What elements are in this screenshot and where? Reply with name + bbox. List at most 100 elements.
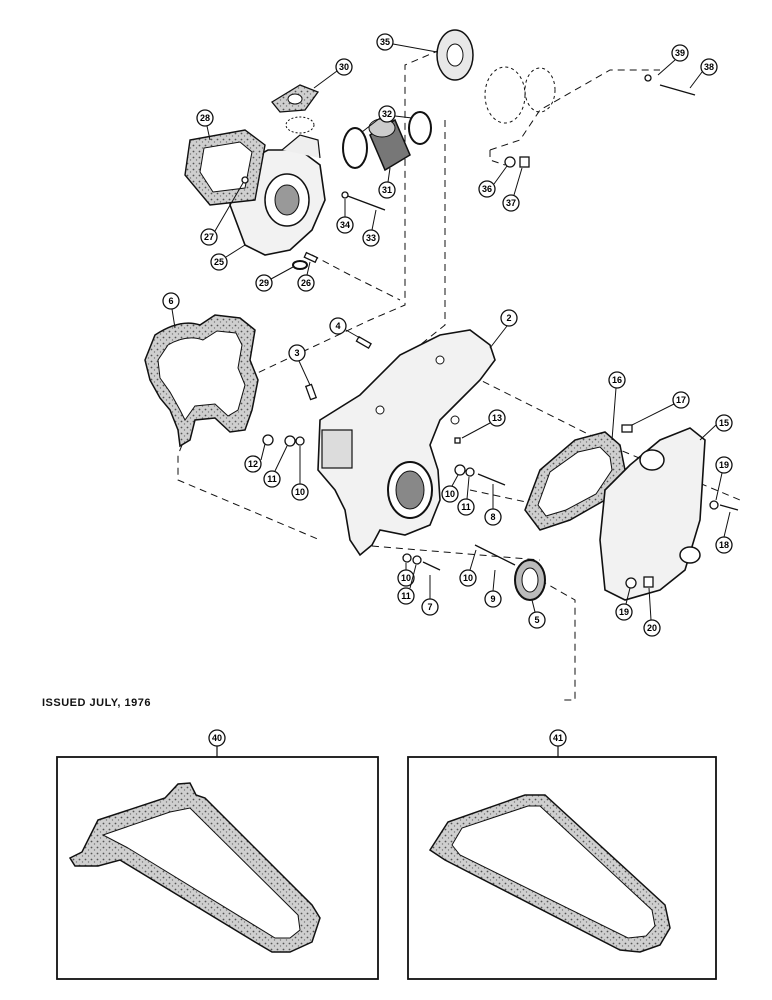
part-housing-15 bbox=[599, 427, 706, 601]
svg-text:26: 26 bbox=[301, 278, 311, 288]
svg-text:30: 30 bbox=[339, 62, 349, 72]
svg-text:3: 3 bbox=[294, 348, 299, 358]
svg-text:38: 38 bbox=[704, 62, 714, 72]
part-clamp-32 bbox=[342, 111, 432, 169]
callout-31: 31 bbox=[378, 167, 396, 199]
part-oil-pan-gasket-40 bbox=[68, 782, 321, 953]
callout-3: 3 bbox=[288, 344, 311, 386]
svg-text:15: 15 bbox=[719, 418, 729, 428]
svg-text:10: 10 bbox=[295, 487, 305, 497]
part-pump-shaft-phantom bbox=[484, 66, 556, 124]
svg-text:11: 11 bbox=[401, 591, 411, 601]
callout-33: 33 bbox=[362, 209, 380, 247]
panel-40: 40 bbox=[56, 729, 379, 980]
issued-note: ISSUED JULY, 1976 bbox=[42, 697, 151, 709]
callout-32: 32 bbox=[361, 105, 413, 133]
part-thermostat bbox=[285, 116, 315, 134]
svg-text:35: 35 bbox=[380, 37, 390, 47]
svg-text:4: 4 bbox=[335, 321, 340, 331]
callout-28: 28 bbox=[196, 109, 214, 141]
svg-text:5: 5 bbox=[534, 615, 539, 625]
svg-text:19: 19 bbox=[619, 607, 629, 617]
callout-39: 39 bbox=[657, 44, 689, 76]
svg-text:29: 29 bbox=[259, 278, 269, 288]
svg-text:11: 11 bbox=[461, 502, 471, 512]
callout-27: 27 bbox=[200, 182, 244, 246]
callout-34: 34 bbox=[336, 199, 354, 234]
callout-4: 4 bbox=[329, 317, 361, 339]
svg-text:37: 37 bbox=[506, 198, 516, 208]
svg-text:12: 12 bbox=[248, 459, 258, 469]
callout-7: 7 bbox=[421, 575, 439, 616]
svg-text:13: 13 bbox=[492, 413, 502, 423]
callout-19-a: 19 bbox=[715, 456, 733, 501]
callout-8: 8 bbox=[484, 484, 502, 526]
callout-19-b: 19 bbox=[615, 587, 633, 621]
callout-6: 6 bbox=[162, 292, 180, 329]
callout-40: 40 bbox=[208, 729, 226, 747]
part-gasket-28 bbox=[184, 129, 266, 206]
svg-text:6: 6 bbox=[168, 296, 173, 306]
svg-text:18: 18 bbox=[719, 540, 729, 550]
svg-text:10: 10 bbox=[463, 573, 473, 583]
callout-29: 29 bbox=[255, 266, 294, 292]
part-gasket-16 bbox=[524, 431, 626, 531]
callout-37: 37 bbox=[502, 167, 523, 212]
callout-16: 16 bbox=[608, 371, 626, 441]
part-oil-seal-5 bbox=[514, 559, 546, 601]
svg-text:2: 2 bbox=[506, 313, 511, 323]
svg-text:28: 28 bbox=[200, 113, 210, 123]
svg-text:19: 19 bbox=[719, 460, 729, 470]
svg-text:16: 16 bbox=[612, 375, 622, 385]
part-gasket-6 bbox=[144, 314, 259, 448]
callout-30: 30 bbox=[313, 58, 353, 89]
callout-10-b: 10 bbox=[441, 474, 459, 503]
svg-text:20: 20 bbox=[647, 623, 657, 633]
callout-15: 15 bbox=[699, 414, 733, 441]
hardware-fasteners bbox=[241, 74, 739, 589]
callout-20: 20 bbox=[643, 587, 661, 637]
svg-text:33: 33 bbox=[366, 233, 376, 243]
callout-13: 13 bbox=[461, 409, 506, 439]
callout-10-d: 10 bbox=[459, 549, 477, 587]
callout-11-a: 11 bbox=[263, 445, 288, 488]
part-gasket-30 bbox=[271, 84, 320, 113]
callout-10-a: 10 bbox=[291, 446, 309, 501]
svg-text:17: 17 bbox=[676, 395, 686, 405]
callout-38: 38 bbox=[689, 58, 718, 89]
callout-10-c: 10 bbox=[397, 563, 415, 587]
svg-text:9: 9 bbox=[490, 594, 495, 604]
callout-36: 36 bbox=[478, 165, 508, 198]
callout-5: 5 bbox=[528, 599, 546, 629]
svg-text:36: 36 bbox=[482, 184, 492, 194]
callout-11-b: 11 bbox=[457, 476, 475, 516]
callout-18: 18 bbox=[715, 511, 733, 554]
callout-9: 9 bbox=[484, 569, 502, 608]
svg-text:31: 31 bbox=[382, 185, 392, 195]
panel-41: 41 bbox=[407, 729, 717, 980]
svg-text:39: 39 bbox=[675, 48, 685, 58]
svg-text:11: 11 bbox=[267, 474, 277, 484]
part-fan-pulley-35 bbox=[436, 29, 474, 81]
svg-text:8: 8 bbox=[490, 512, 495, 522]
part-front-cover-2 bbox=[317, 329, 496, 557]
callout-12: 12 bbox=[244, 443, 266, 473]
callout-17: 17 bbox=[631, 391, 690, 426]
callout-11-c: 11 bbox=[397, 564, 417, 605]
svg-text:41: 41 bbox=[553, 733, 563, 743]
callout-26: 26 bbox=[297, 261, 315, 292]
svg-text:10: 10 bbox=[401, 573, 411, 583]
callout-35: 35 bbox=[376, 33, 438, 53]
callout-2: 2 bbox=[489, 309, 518, 349]
part-oil-pan-gasket-41 bbox=[428, 794, 671, 953]
svg-text:34: 34 bbox=[340, 220, 350, 230]
svg-text:25: 25 bbox=[214, 257, 224, 267]
callout-41: 41 bbox=[549, 729, 567, 747]
svg-text:7: 7 bbox=[427, 602, 432, 612]
svg-text:40: 40 bbox=[212, 733, 222, 743]
svg-text:32: 32 bbox=[382, 109, 392, 119]
svg-text:10: 10 bbox=[445, 489, 455, 499]
svg-text:27: 27 bbox=[204, 232, 214, 242]
part-hose-31 bbox=[368, 118, 411, 172]
